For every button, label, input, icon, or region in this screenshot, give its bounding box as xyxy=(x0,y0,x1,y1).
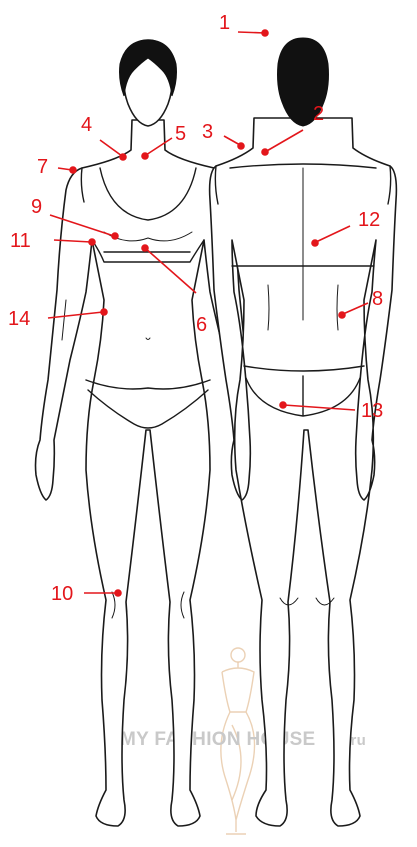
marker-1: 1 xyxy=(219,12,269,37)
back-figure xyxy=(210,38,397,826)
label-14: 14 xyxy=(8,308,30,330)
marker-4: 4 xyxy=(81,114,127,161)
label-9: 9 xyxy=(31,196,42,218)
marker-7: 7 xyxy=(37,156,77,178)
label-13: 13 xyxy=(361,400,383,422)
label-6: 6 xyxy=(196,314,207,336)
watermark-brand: MY FASHION HOUSE xyxy=(120,729,316,750)
marker-3: 3 xyxy=(202,121,245,150)
label-3: 3 xyxy=(202,121,213,143)
label-12: 12 xyxy=(358,209,380,231)
label-11: 11 xyxy=(10,230,31,252)
label-10: 10 xyxy=(51,583,73,605)
label-2: 2 xyxy=(313,103,324,125)
label-4: 4 xyxy=(81,114,92,136)
label-8: 8 xyxy=(372,288,383,310)
label-1: 1 xyxy=(219,12,230,34)
label-5: 5 xyxy=(175,123,186,145)
label-7: 7 xyxy=(37,156,48,178)
